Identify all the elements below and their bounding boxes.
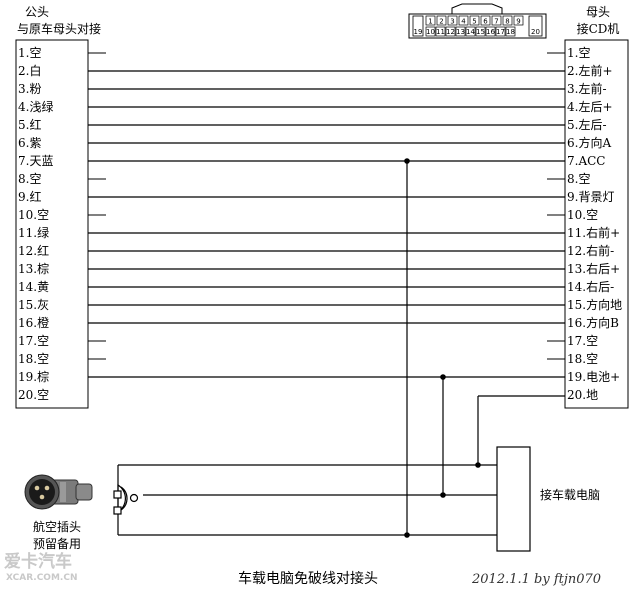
male-pin-label: 1.空 (18, 46, 41, 60)
female-pin-label: 6.方向A (567, 135, 611, 150)
watermark-site: XCAR.COM.CN (6, 573, 77, 583)
plug-socket-symbol (113, 483, 139, 515)
female-pin-label: 12.右前- (567, 243, 614, 258)
male-pin-label: 15.灰 (18, 298, 49, 312)
male-header-title: 公头 (25, 5, 49, 19)
aviation-plug-label-line2: 预留备用 (33, 537, 81, 551)
lower-wiring (117, 163, 565, 536)
connector-pin-number: 2 (439, 18, 443, 26)
diagram-title: 车载电脑免破线对接头 (238, 570, 378, 587)
male-pin-label: 19.棕 (18, 369, 49, 384)
male-pin-label: 7.天蓝 (18, 154, 53, 168)
male-pin-label: 8.空 (18, 172, 41, 186)
male-pin-label: 3.粉 (18, 82, 41, 96)
connector-pin-number: 20 (531, 28, 540, 36)
female-pin-label: 16.方向B (567, 315, 619, 330)
female-pin-label: 18.空 (567, 352, 598, 366)
connector-pin-number: 15 (476, 28, 485, 36)
male-pin-label: 6.紫 (18, 136, 41, 150)
connector-pin-number: 10 (426, 28, 435, 36)
male-pin-label: 11.绿 (18, 225, 49, 240)
female-pin-label: 5.左后- (567, 117, 607, 132)
female-pin-label: 11.右前+ (567, 225, 620, 240)
connector-pin-number: 12 (446, 28, 455, 36)
male-pin-label: 13.棕 (18, 261, 49, 276)
male-pin-label: 5.红 (18, 117, 41, 132)
connector-pin-number: 17 (496, 28, 505, 36)
connector-pin-number: 18 (506, 28, 515, 36)
car-computer-label: 接车载电脑 (540, 487, 600, 502)
female-pin-label: 1.空 (567, 46, 590, 60)
male-pin-label: 17.空 (18, 334, 49, 348)
connector-pin-number: 11 (436, 28, 445, 36)
female-pin-label: 14.右后- (567, 279, 614, 294)
connector-pin-number: 6 (483, 18, 488, 26)
female-connector-box (564, 39, 629, 409)
aviation-plug-label-line1: 航空插头 (33, 519, 81, 534)
female-pin-label: 4.左后+ (567, 99, 613, 114)
male-pin-label: 9.红 (18, 189, 41, 204)
connector-pin-number: 9 (516, 18, 520, 26)
male-pin-label: 10.空 (18, 208, 49, 222)
junction-dot (404, 158, 410, 164)
female-pin-label: 3.左前- (567, 81, 607, 96)
female-header-title: 母头 (586, 5, 610, 19)
male-pin-label: 14.黄 (18, 280, 49, 294)
car-computer-box (496, 446, 531, 552)
aviation-plug-illustration (24, 474, 93, 510)
female-pin-label: 9.背景灯 (567, 190, 614, 204)
connector-pin-number: 3 (450, 18, 454, 26)
female-pin-label: 17.空 (567, 334, 598, 348)
female-pin-label: 10.空 (567, 208, 598, 222)
male-pin-label: 2.白 (18, 63, 41, 78)
male-connector-box (15, 39, 89, 409)
male-pin-label: 4.浅绿 (18, 99, 53, 114)
female-header-subtitle: 接CD机 (577, 21, 620, 36)
author-signature: 2012.1.1 by ftjn070 (471, 572, 601, 587)
junction-dot (475, 462, 481, 468)
connector-pin-number: 4 (461, 18, 466, 26)
male-pin-label: 12.红 (18, 243, 49, 258)
watermark-logo: 爱卡汽车 (4, 551, 72, 572)
connector-pin-number: 13 (456, 28, 465, 36)
male-header-subtitle: 与原车母头对接 (17, 21, 101, 36)
connector-pin-number: 19 (414, 28, 423, 36)
female-pin-label: 15.方向地 (567, 297, 622, 312)
connector-pin-number: 16 (486, 28, 495, 36)
male-pin-label: 16.橙 (18, 315, 49, 330)
male-pin-label: 18.空 (18, 352, 49, 366)
connector-pin-number: 14 (466, 28, 475, 36)
connector-pin-number: 7 (494, 18, 498, 26)
junction-dot (404, 532, 410, 538)
female-pin-label: 8.空 (567, 172, 590, 186)
connector-pin-number: 1 (428, 18, 432, 26)
female-pin-label: 2.左前+ (567, 63, 613, 78)
male-pin-label: 20.空 (18, 388, 49, 402)
female-pin-label: 7.ACC (567, 154, 605, 168)
junction-dot (440, 492, 446, 498)
female-pin-label: 20.地 (567, 388, 598, 402)
female-pin-label: 13.右后+ (567, 261, 620, 276)
connector-pin-number: 8 (505, 18, 509, 26)
junction-dot (440, 374, 446, 380)
connector-pin-number: 5 (472, 18, 476, 26)
female-pin-label: 19.电池+ (567, 370, 620, 384)
